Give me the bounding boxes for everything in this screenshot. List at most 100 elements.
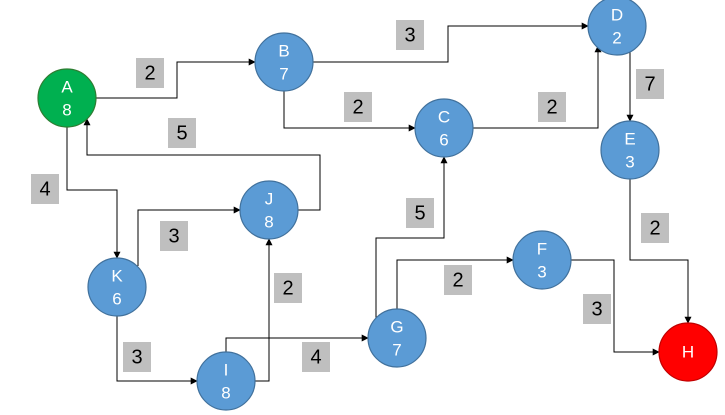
weight-label-g-c: 5: [406, 198, 434, 228]
node-j: J8: [239, 180, 299, 240]
node-circle: [87, 257, 147, 317]
node-e: E3: [600, 120, 660, 180]
weight-box: [344, 92, 372, 122]
node-circle: [239, 180, 299, 240]
weight-label-a-b: 2: [136, 58, 164, 88]
node-circle: [512, 230, 572, 290]
node-name: B: [278, 41, 289, 60]
edge-k-j: [137, 206, 241, 266]
weight-box: [160, 221, 188, 251]
weight-label-e-h: 2: [641, 213, 669, 243]
node-value: 2: [612, 28, 621, 47]
weight-label-d-e: 7: [636, 69, 664, 99]
edge-b-c: [283, 91, 416, 132]
weights-layer: 2 3 2 2 7 2 5 4 3 3 2 4 5 2 3: [31, 20, 669, 372]
node-value: 7: [392, 340, 401, 359]
edge-e-h: [629, 179, 692, 324]
weight-box: [444, 265, 472, 295]
weight-label-b-d: 3: [396, 20, 424, 50]
node-k: K6: [87, 257, 147, 317]
weight-label-g-f: 2: [444, 265, 472, 295]
edge-f-h: [571, 259, 660, 356]
weight-value: 2: [649, 217, 660, 239]
node-name: H: [682, 342, 694, 361]
weight-box: [538, 92, 566, 122]
node-c: C6: [414, 98, 474, 158]
node-d: D2: [587, 0, 647, 56]
weight-box: [31, 174, 59, 204]
weight-value: 3: [131, 346, 142, 368]
node-circle: [587, 0, 647, 56]
weight-box: [168, 118, 196, 148]
node-name: E: [624, 129, 635, 148]
weight-value: 2: [352, 96, 363, 118]
weight-value: 5: [176, 122, 187, 144]
node-value: 8: [62, 100, 71, 119]
node-circle: [254, 32, 314, 92]
node-name: K: [111, 266, 123, 285]
node-circle: [414, 98, 474, 158]
node-g: G7: [367, 308, 427, 368]
weight-box: [302, 342, 330, 372]
weight-box: [406, 198, 434, 228]
weight-label-k-i: 3: [123, 342, 151, 372]
edge-j-a: [83, 118, 321, 211]
weight-value: 3: [168, 225, 179, 247]
node-value: 6: [112, 289, 121, 308]
weight-label-b-c: 2: [344, 92, 372, 122]
node-name: J: [265, 189, 274, 208]
node-a: A8: [37, 68, 97, 128]
weight-box: [636, 69, 664, 99]
node-name: I: [224, 360, 229, 379]
weight-box: [123, 342, 151, 372]
edge-i-g: [225, 334, 369, 352]
node-value: 8: [221, 383, 230, 402]
node-circle: [196, 351, 256, 411]
edge-a-b: [96, 58, 256, 99]
weight-value: 2: [546, 96, 557, 118]
node-value: 3: [537, 262, 546, 281]
weight-box: [583, 294, 611, 324]
node-name: A: [61, 77, 73, 96]
node-circle: [37, 68, 97, 128]
weight-value: 4: [39, 178, 50, 200]
weight-value: 2: [144, 62, 155, 84]
weight-label-a-k: 4: [31, 174, 59, 204]
edge-g-c: [375, 156, 448, 318]
edge-a-k: [66, 127, 121, 259]
weight-box: [641, 213, 669, 243]
node-name: D: [611, 5, 623, 24]
node-name: F: [537, 239, 547, 258]
weight-value: 5: [414, 202, 425, 224]
weight-label-j-a: 5: [168, 118, 196, 148]
node-i: I8: [196, 351, 256, 411]
weight-box: [396, 20, 424, 50]
node-value: 3: [625, 152, 634, 171]
node-h: H: [658, 322, 718, 382]
weight-label-i-j: 2: [274, 273, 302, 303]
weight-label-f-h: 3: [583, 294, 611, 324]
weight-value: 2: [452, 269, 463, 291]
node-name: G: [390, 317, 403, 336]
node-value: 7: [279, 64, 288, 83]
edge-i-j: [245, 238, 273, 382]
edge-g-f: [396, 256, 514, 309]
weight-label-c-d: 2: [538, 92, 566, 122]
weight-label-i-g: 4: [302, 342, 330, 372]
weight-label-k-j: 3: [160, 221, 188, 251]
node-circle: [600, 120, 660, 180]
edge-b-d: [313, 22, 589, 63]
weight-box: [136, 58, 164, 88]
node-value: 8: [264, 212, 273, 231]
edge-c-d: [473, 45, 602, 129]
node-value: 6: [439, 130, 448, 149]
node-circle: [367, 308, 427, 368]
weight-value: 4: [310, 346, 321, 368]
weight-value: 2: [282, 277, 293, 299]
weight-value: 7: [644, 73, 655, 95]
node-b: B7: [254, 32, 314, 92]
weight-value: 3: [404, 24, 415, 46]
